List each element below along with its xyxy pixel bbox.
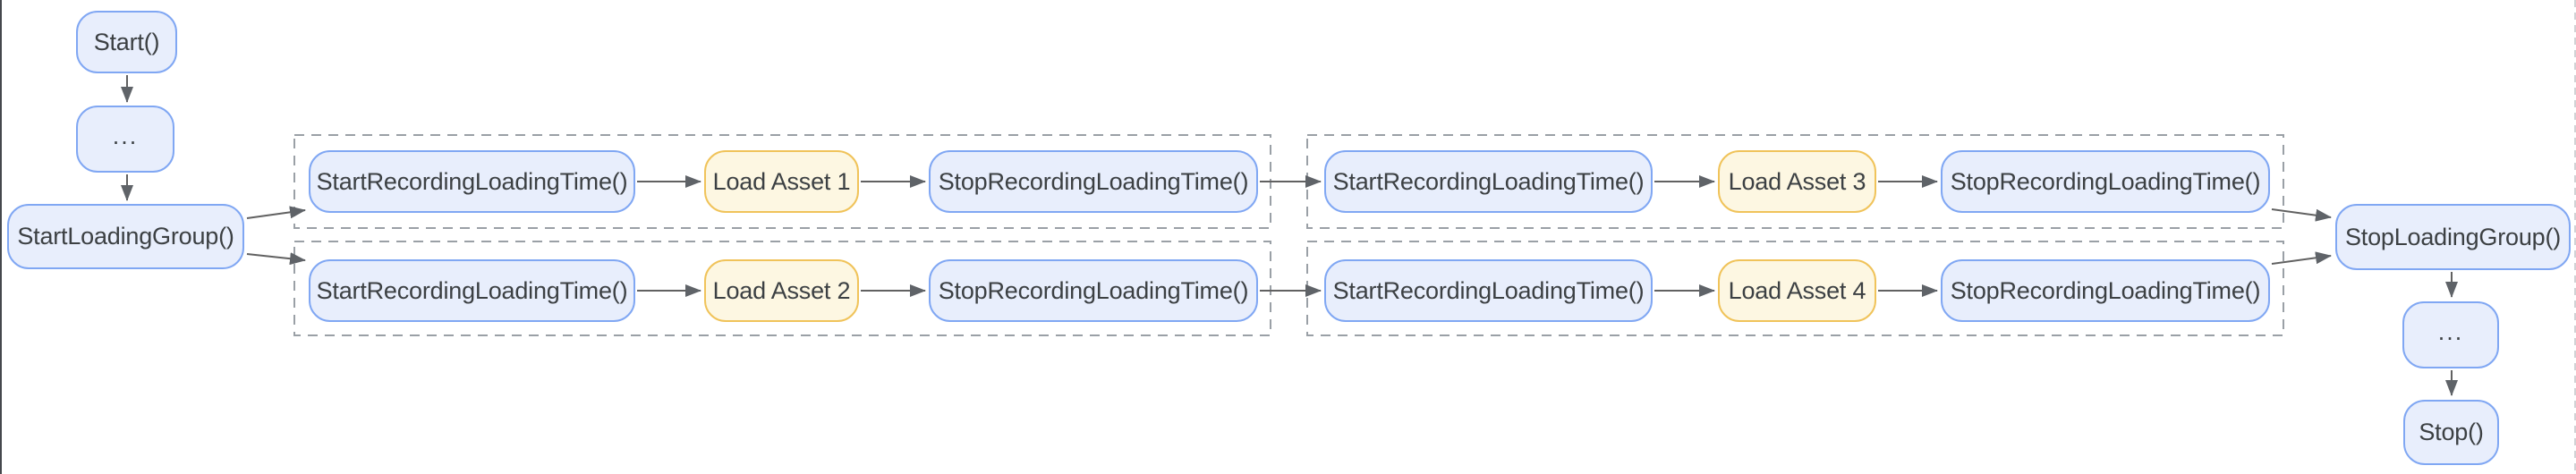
node-ellipsis-top: ... — [76, 106, 174, 173]
node-load-asset-1: Load Asset 1 — [704, 150, 859, 213]
loading-group-1-row-2-frame — [293, 241, 1271, 336]
node-g1r2-stop-recording: StopRecordingLoadingTime() — [929, 259, 1258, 322]
node-g2r2-start-recording: StartRecordingLoadingTime() — [1324, 259, 1653, 322]
node-g1r1-stop-recording: StopRecordingLoadingTime() — [929, 150, 1258, 213]
node-start: Start() — [76, 11, 177, 73]
node-stop: Stop() — [2403, 400, 2499, 465]
node-load-asset-4: Load Asset 4 — [1718, 259, 1876, 322]
node-g2r2-stop-recording: StopRecordingLoadingTime() — [1941, 259, 2270, 322]
node-start-loading-group: StartLoadingGroup() — [7, 204, 244, 269]
node-g2r1-stop-recording: StopRecordingLoadingTime() — [1941, 150, 2270, 213]
node-load-asset-3: Load Asset 3 — [1718, 150, 1876, 213]
edge-startloadinggroup-to-g1r2-start — [246, 252, 306, 266]
edge-g2r1-stop-to-stoploadinggroup — [2271, 208, 2332, 222]
node-stop-loading-group: StopLoadingGroup() — [2335, 204, 2571, 270]
node-g1r1-start-recording: StartRecordingLoadingTime() — [309, 150, 635, 213]
node-g1r2-start-recording: StartRecordingLoadingTime() — [309, 259, 635, 322]
node-load-asset-2: Load Asset 2 — [704, 259, 859, 322]
connector-arrows — [121, 75, 2458, 396]
node-ellipsis-bottom: ... — [2402, 301, 2499, 368]
edge-g2r2-stop-to-stoploadinggroup — [2271, 251, 2332, 265]
node-g2r1-start-recording: StartRecordingLoadingTime() — [1324, 150, 1653, 213]
edge-startloadinggroup-to-g1r1-start — [246, 206, 306, 219]
